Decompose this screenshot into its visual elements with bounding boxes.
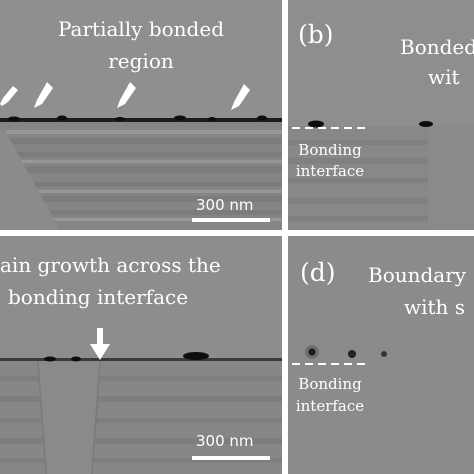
panel-d-micrograph: (d) Boundary with s Bonding interface <box>288 236 474 474</box>
boundary-voids <box>305 345 387 359</box>
panel-d-caption-line2: with s <box>404 295 466 319</box>
panel-d-interface-label-line2: interface <box>295 397 365 415</box>
panel-c-image <box>0 236 282 474</box>
panel-b-micrograph: (b) Bonded wit Bonding interface <box>288 0 474 230</box>
panel-d-caption-line1: Boundary <box>368 263 467 287</box>
interface-voids <box>308 120 433 128</box>
panel-b-caption-line2: wit <box>428 65 460 89</box>
panel-b-image <box>288 0 474 230</box>
panel-d-label: (d) <box>300 258 336 287</box>
interface-voids <box>44 352 209 362</box>
panel-a-caption-line2: region <box>108 49 174 73</box>
panel-d-image <box>288 236 474 474</box>
panel-c-micrograph: ain growth across the bonding interface … <box>0 236 282 474</box>
panel-a-image <box>0 0 282 230</box>
panel-c-caption-line2: bonding interface <box>8 285 189 309</box>
panel-b-interface-label-line2: interface <box>295 162 365 180</box>
panel-c-scale-label: 300 nm <box>196 432 254 450</box>
panel-b-caption-line1: Bonded <box>400 35 474 59</box>
panel-c-caption-line1: ain growth across the <box>0 253 221 277</box>
panel-d-interface-label-line1: Bonding <box>298 375 362 393</box>
panel-c-scale-bar <box>192 456 270 460</box>
panel-a-scale-label: 300 nm <box>196 196 254 214</box>
arrow-down-icon <box>90 328 110 360</box>
panel-b-interface-label-line1: Bonding <box>298 141 362 159</box>
interface-voids <box>8 115 267 122</box>
arrow-down-left-icon <box>0 82 250 110</box>
panel-b-label: (b) <box>298 20 334 49</box>
panel-a-micrograph: Partially bonded region 300 nm <box>0 0 282 230</box>
panel-a-scale-bar <box>192 218 270 222</box>
panel-a-caption-line1: Partially bonded <box>57 17 224 41</box>
